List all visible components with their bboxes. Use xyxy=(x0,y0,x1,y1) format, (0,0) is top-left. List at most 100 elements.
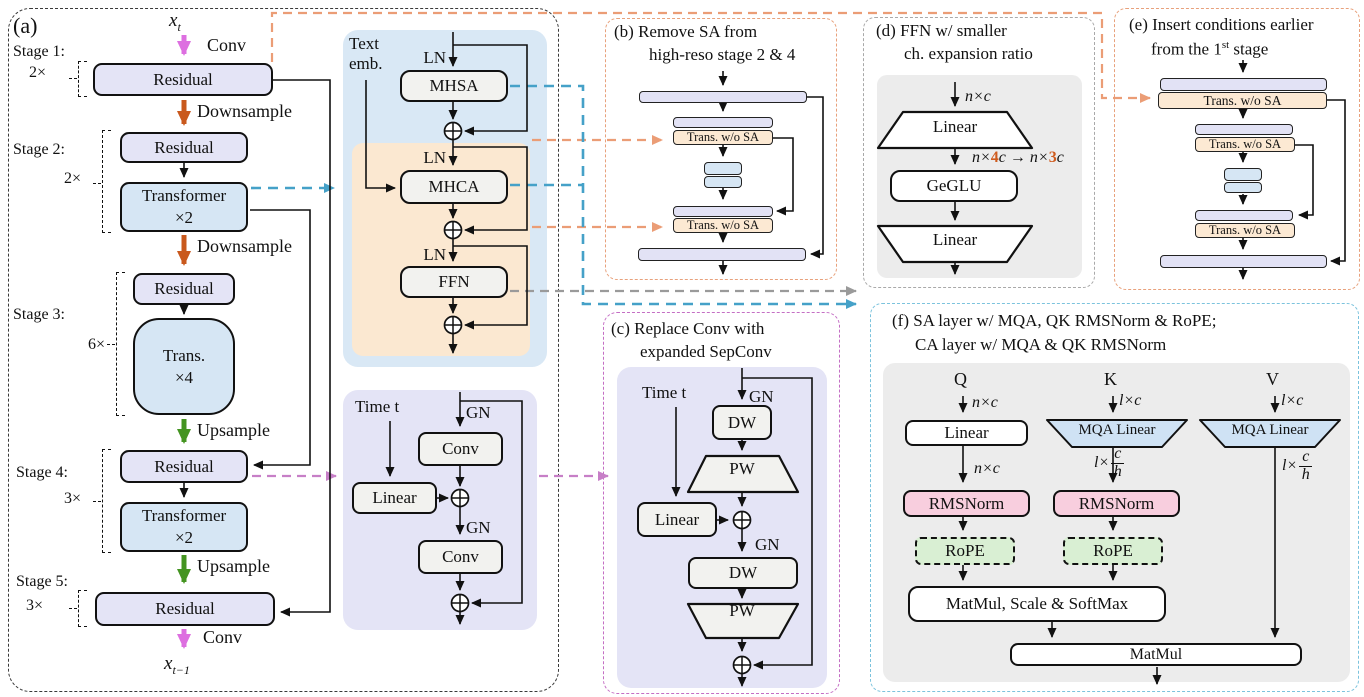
stage2-mult: 2× xyxy=(64,170,82,187)
feature-bar xyxy=(1160,78,1327,91)
downsample1-label: Downsample xyxy=(197,101,292,121)
gn2-label: GN xyxy=(466,518,491,537)
trans-wo-sa-bar: Trans. w/o SA xyxy=(1195,223,1295,238)
feature-bar xyxy=(1195,124,1293,135)
linear-contract-label: Linear xyxy=(932,230,978,249)
conv-out-label: Conv xyxy=(203,627,243,647)
feature-bar xyxy=(673,206,773,217)
ln3-label: LN xyxy=(423,245,446,264)
pw1-label: PW xyxy=(729,459,755,478)
panel-f-border xyxy=(870,303,1359,692)
dim-q-in: n×c xyxy=(972,394,998,411)
stage4-bracket xyxy=(102,449,111,553)
trans-wo-sa-bar: Trans. w/o SA xyxy=(1195,137,1295,152)
dw1-block: DW xyxy=(712,405,772,440)
stage1-label: Stage 1: xyxy=(13,43,65,60)
bracket-tick xyxy=(93,501,101,502)
stage3-label: Stage 3: xyxy=(13,306,65,323)
bracket-tick xyxy=(107,344,115,345)
ln1-label: LN xyxy=(423,48,446,67)
gn2-label: GN xyxy=(755,535,780,554)
panel-a-label: (a) xyxy=(13,13,38,38)
panel-c-title-1: (c) Replace Conv with xyxy=(611,319,765,338)
mhca-block: MHCA xyxy=(400,170,508,204)
stage5-mult: 3× xyxy=(26,597,44,614)
trans-wo-sa-bar: Trans. w/o SA xyxy=(673,218,773,233)
trans-wo-sa-bar: Trans. w/o SA xyxy=(673,130,773,145)
panel-e-title-2: from the 1st stage xyxy=(1151,39,1269,59)
stage5-residual-block: Residual xyxy=(95,592,275,626)
matmul-scale-softmax-block: MatMul, Scale & SoftMax xyxy=(908,586,1166,622)
output-latent-label: xt−1 xyxy=(164,653,190,677)
dim-in-label: n×c xyxy=(965,88,991,105)
stage5-bracket xyxy=(78,590,87,627)
trans-wo-sa-bar: Trans. w/o SA xyxy=(1158,92,1327,109)
feature-bar-small xyxy=(704,176,742,188)
mqa-linear-v-label: MQA Linear xyxy=(1231,422,1309,438)
ln2-label: LN xyxy=(423,148,446,167)
panel-f-title-2: CA layer w/ MQA & QK RMSNorm xyxy=(915,335,1167,354)
stage3-mult: 6× xyxy=(88,336,106,353)
v-label: V xyxy=(1266,369,1279,389)
feature-bar xyxy=(673,117,773,128)
upsample1-label: Upsample xyxy=(197,420,270,440)
gn1-label: GN xyxy=(466,403,491,422)
stage3-residual-block: Residual xyxy=(133,273,235,305)
conv1-block: Conv xyxy=(418,432,503,466)
linear-expand-label: Linear xyxy=(932,117,978,136)
bracket-tick xyxy=(69,608,77,609)
time-linear-block: Linear xyxy=(352,482,437,514)
panel-e-border xyxy=(1114,8,1360,290)
stage3-bracket xyxy=(116,272,125,416)
pw2-label: PW xyxy=(729,601,755,620)
conv2-block: Conv xyxy=(418,540,503,574)
input-latent-label: xt xyxy=(169,10,181,34)
k-rmsnorm-block: RMSNorm xyxy=(1053,490,1180,517)
stage5-label: Stage 5: xyxy=(16,573,68,590)
k-rope-block: RoPE xyxy=(1063,537,1163,565)
time-t-label: Time t xyxy=(642,383,687,402)
geglu-block: GeGLU xyxy=(890,170,1018,202)
feature-bar-small xyxy=(1224,168,1262,181)
bracket-tick xyxy=(69,78,77,79)
bracket-tick xyxy=(93,183,101,184)
panel-c-title-2: expanded SepConv xyxy=(640,342,772,361)
stage1-residual-block: Residual xyxy=(93,63,273,96)
q-label: Q xyxy=(954,369,967,389)
panel-e-title-1: (e) Insert conditions earlier xyxy=(1129,15,1314,34)
panel-d-title-1: (d) FFN w/ smaller xyxy=(876,21,1007,40)
feature-bar xyxy=(638,248,806,261)
q-rmsnorm-block: RMSNorm xyxy=(903,490,1030,517)
upsample2-label: Upsample xyxy=(197,556,270,576)
panel-a-border xyxy=(8,8,559,692)
feature-bar xyxy=(639,91,807,103)
stage2-label: Stage 2: xyxy=(13,141,65,158)
stage2-residual-block: Residual xyxy=(120,132,248,163)
panel-b-title-2: high-reso stage 2 & 4 xyxy=(649,45,796,64)
stage4-transformer-block: Transformer×2 xyxy=(120,502,248,552)
stage2-transformer-block: Transformer×2 xyxy=(120,182,248,232)
dim-v-in: l×c xyxy=(1281,392,1304,409)
feature-bar-small xyxy=(1224,182,1262,193)
q-rope-block: RoPE xyxy=(915,537,1015,565)
dim-q-mid: n×c xyxy=(974,460,1000,477)
ffn-block: FFN xyxy=(400,266,508,298)
stage1-mult: 2× xyxy=(29,64,47,81)
feature-bar xyxy=(1160,255,1327,268)
dw2-block: DW xyxy=(688,557,798,589)
gn1-label: GN xyxy=(749,387,774,406)
conv-in-label: Conv xyxy=(207,35,247,55)
time-t-label: Time t xyxy=(355,397,400,416)
feature-bar xyxy=(1195,210,1293,221)
dim-mid-label: n×4c → n×3c xyxy=(972,149,1064,166)
dim-k-in: l×c xyxy=(1119,392,1142,409)
downsample2-label: Downsample xyxy=(197,236,292,256)
panel-f-title-1: (f) SA layer w/ MQA, QK RMSNorm & RoPE; xyxy=(892,311,1217,330)
k-label: K xyxy=(1104,369,1117,389)
panel-b-title-1: (b) Remove SA from xyxy=(614,22,758,41)
stage4-label: Stage 4: xyxy=(16,464,68,481)
panel-c-border xyxy=(603,312,840,694)
